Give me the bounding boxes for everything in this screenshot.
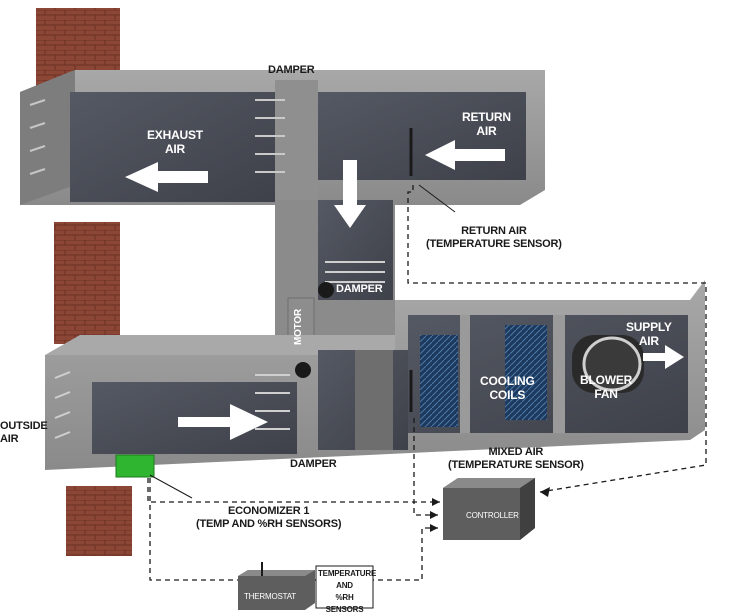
down-arrow-icon <box>334 160 366 228</box>
cooling-coils-label: COOLING COILS <box>480 374 535 402</box>
blower-fan-icon <box>572 335 644 393</box>
motor-label: MOTOR <box>293 308 305 346</box>
return-air-sensor-sub: (TEMPERATURE SENSOR) <box>426 238 562 250</box>
economizer-title: ECONOMIZER 1 <box>228 505 310 517</box>
supply-arrow-icon <box>643 345 684 369</box>
brick-chimney <box>36 8 132 556</box>
cooling-coil-2 <box>505 325 547 420</box>
mixed-air-sub: (TEMPERATURE SENSOR) <box>448 459 584 471</box>
exhaust-air-label: EXHAUST AIR <box>147 128 203 156</box>
thermostat-label: THERMOSTAT <box>244 592 296 601</box>
return-arrow-icon <box>425 140 505 170</box>
top-damper-louvers <box>255 99 285 173</box>
thermostat-sensors-callout <box>315 565 374 609</box>
thermostat-sensors-label: TEMPERATURE AND %RH SENSORS <box>318 569 377 614</box>
thermostat-box <box>238 562 315 610</box>
mixed-air-sensor-label: MIXED AIR (TEMPERATURE SENSOR) <box>448 433 584 472</box>
economizer-icon <box>115 454 155 478</box>
damper-motor-icon <box>318 282 334 298</box>
motor-icon <box>295 362 311 378</box>
mixed-air-title: MIXED AIR <box>488 446 544 458</box>
return-air-label: RETURN AIR <box>462 110 511 138</box>
damper-bottom-label: DAMPER <box>290 458 337 470</box>
return-air-sensor-label: RETURN AIR (TEMPERATURE SENSOR) <box>426 212 562 251</box>
damper-mid-label: DAMPER <box>336 283 383 295</box>
return-air-sensor-title: RETURN AIR <box>461 225 527 237</box>
supply-air-label: SUPPLY AIR <box>626 320 672 348</box>
controller-box <box>443 478 535 540</box>
exhaust-arrow-icon <box>125 162 208 192</box>
outside-arrow-icon <box>178 404 268 440</box>
cooling-coil-1 <box>420 335 458 427</box>
economizer-label: ECONOMIZER 1 (TEMP AND %RH SENSORS) <box>196 492 342 531</box>
outside-air-label: OUTSIDE AIR <box>0 420 48 445</box>
vertical-shaft <box>275 200 395 355</box>
controller-label: CONTROLLER <box>466 511 519 520</box>
damper-top-label: DAMPER <box>268 64 315 76</box>
airflow-arrows <box>125 140 684 440</box>
blower-fan-label: BLOWER FAN <box>580 373 633 401</box>
economizer-sub: (TEMP AND %RH SENSORS) <box>196 518 342 530</box>
